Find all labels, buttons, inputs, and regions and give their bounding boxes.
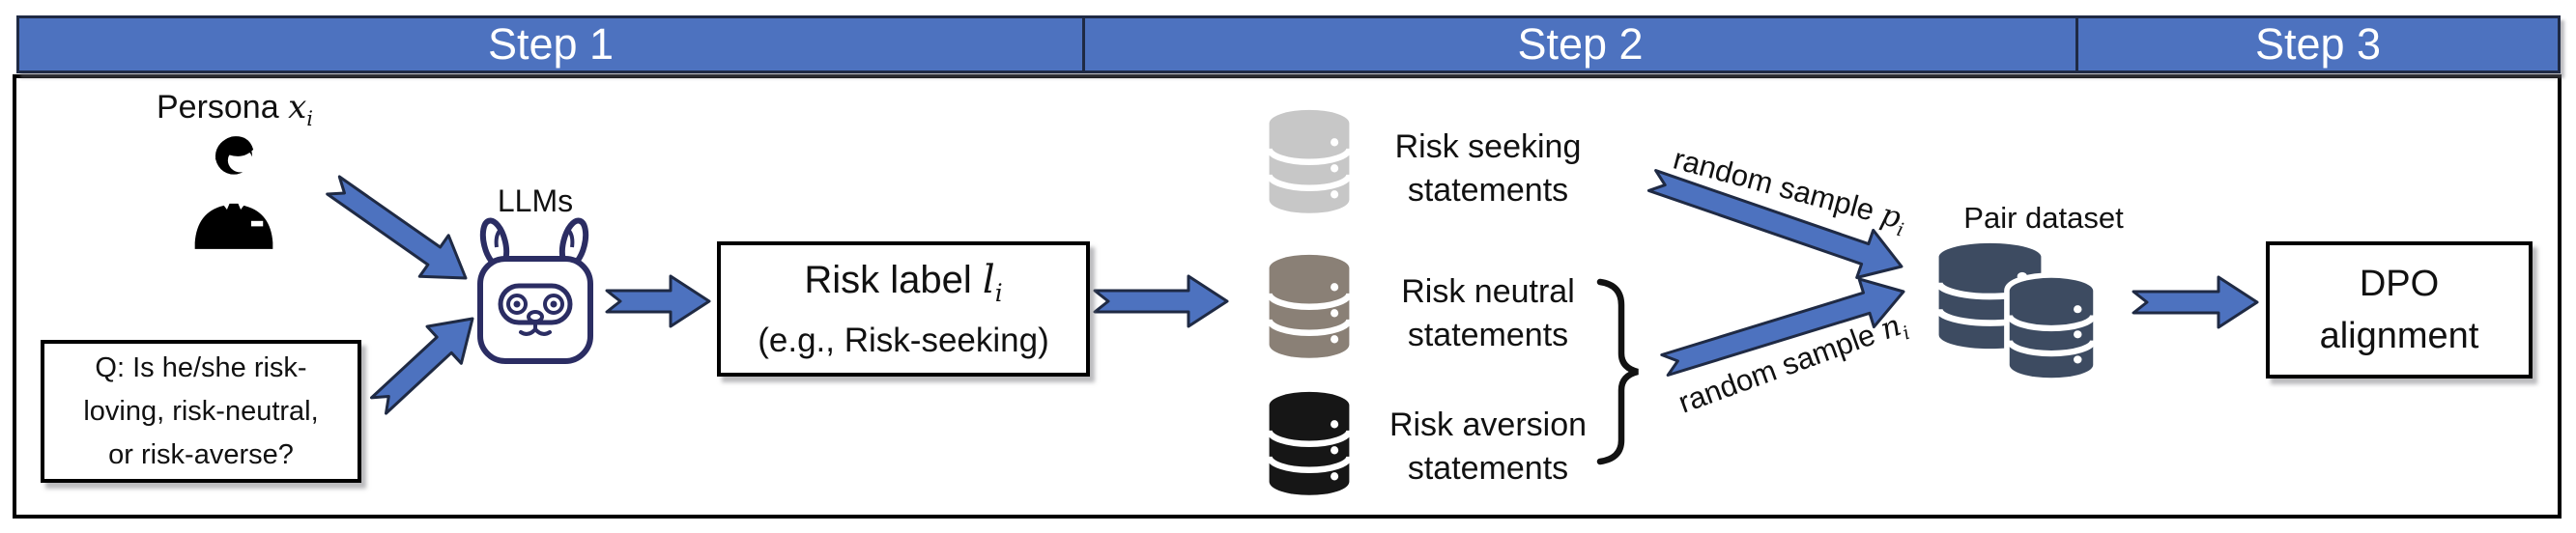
block-arrow [370,317,474,415]
question-line-3: or risk-averse? [108,438,294,470]
step-2-label: Step 2 [1517,19,1644,69]
question-box: Q: Is he/she risk- loving, risk-neutral,… [41,340,361,483]
risk-label-example: (e.g., Risk-seeking) [758,322,1049,359]
risk-label-line: Risk label li [804,258,1003,307]
step-1-label: Step 1 [487,19,615,69]
db-risk-seeking-icon [1270,110,1350,213]
persona-label: Persona xi [114,88,356,130]
persona-label-text: Persona [156,89,289,126]
block-arrow [1646,169,1903,279]
steps-header: Step 1 Step 2 Step 3 [16,15,2561,73]
db-risk-neutral-icon [1270,255,1350,358]
llama-llm-icon [477,217,593,364]
content-frame [13,74,2562,519]
block-arrow [1093,274,1229,328]
dpo-line-2: alignment [2319,316,2479,356]
flow-arrows [326,169,2259,415]
persona-math-x: xi [288,88,314,130]
dpo-alignment-box: DPO alignment [2266,241,2533,379]
pair-dataset-icon [1939,243,2094,378]
question-line-1: Q: Is he/she risk- [95,351,307,383]
question-line-2: loving, risk-neutral, [83,395,319,427]
persona-person-icon [194,136,273,249]
pair-dataset-label: Pair dataset [1963,201,2124,235]
step-1-header: Step 1 [19,18,1085,70]
step-3-header: Step 3 [2078,18,2558,70]
dpo-line-1: DPO [2359,264,2440,304]
block-arrow [1660,277,1905,377]
block-arrow [605,274,711,328]
risk-label-box: Risk label li (e.g., Risk-seeking) [717,241,1090,377]
db-risk-aversion-icon [1270,392,1350,495]
step-2-header: Step 2 [1085,18,2078,70]
block-arrow [2132,275,2259,329]
step-3-label: Step 3 [2254,19,2382,69]
block-arrow [326,175,468,280]
statements-brace [1596,278,1639,465]
llms-label: LLMs [497,183,574,218]
